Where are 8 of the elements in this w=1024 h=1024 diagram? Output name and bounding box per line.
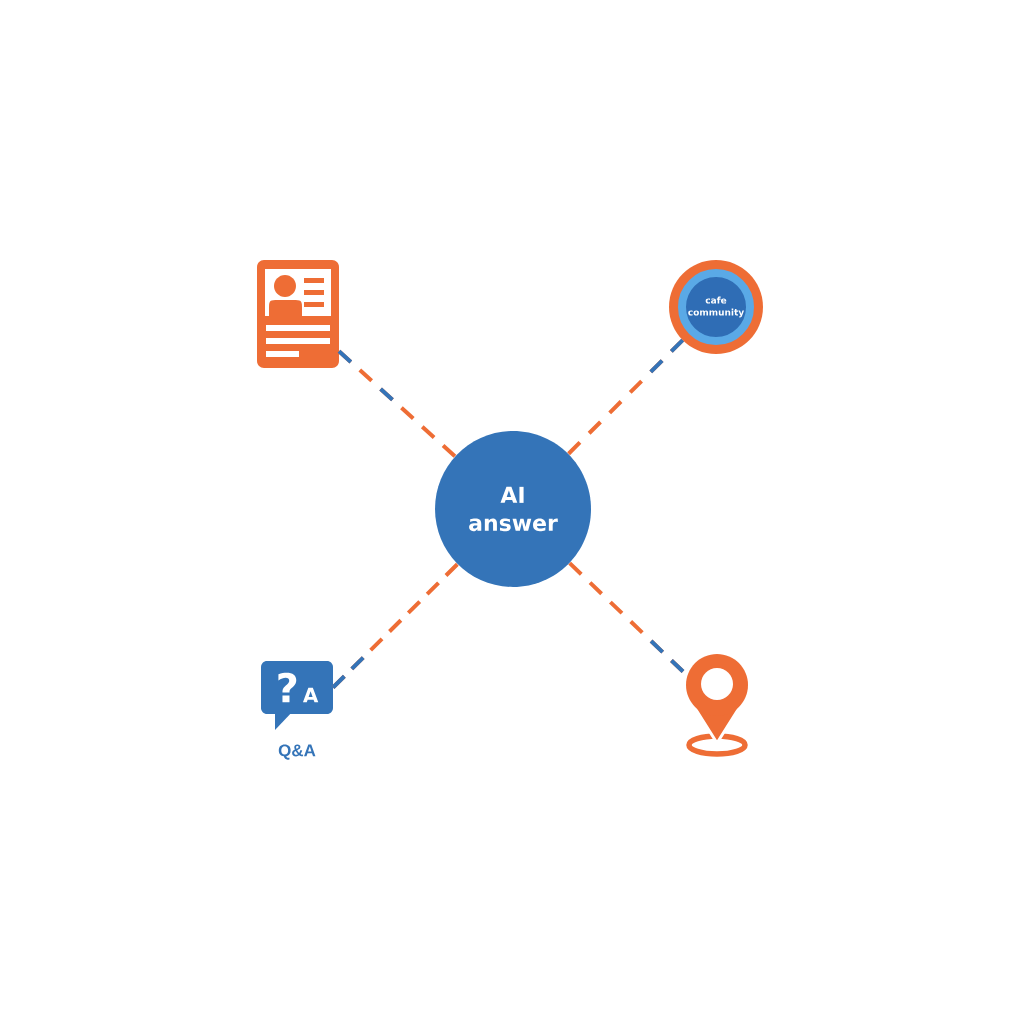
node-caption: Q&A (278, 744, 316, 760)
profile-card-icon (257, 260, 339, 368)
dashed-line (567, 338, 685, 456)
dashed-line (337, 349, 457, 458)
dashed-line (331, 562, 459, 689)
dashed-line (568, 561, 685, 673)
map-pin-icon (686, 654, 748, 757)
circle-node: AI answer (435, 431, 591, 587)
